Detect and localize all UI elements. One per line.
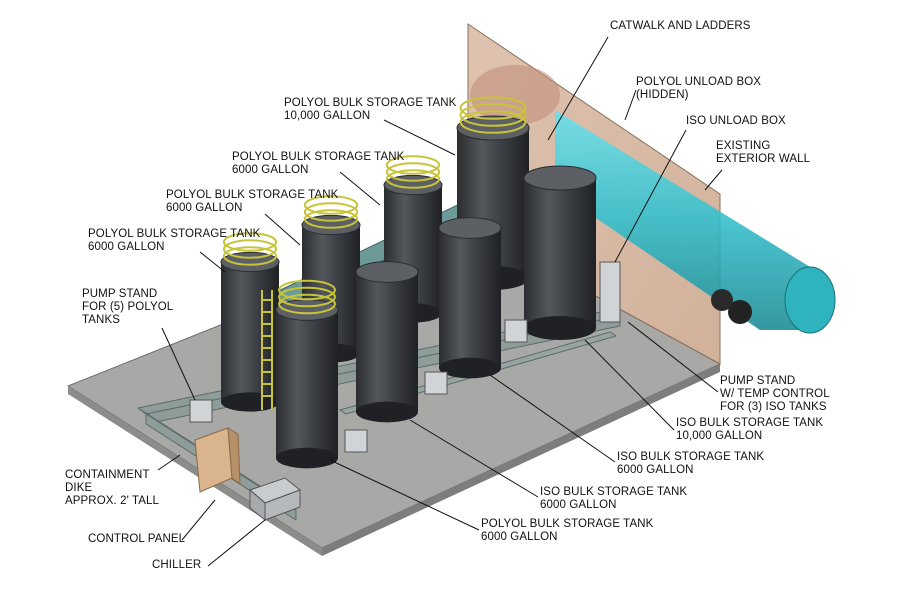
leader-polyol-unload <box>624 89 637 121</box>
tank-iso-6000-a <box>438 217 502 379</box>
leader-iso-unload <box>614 129 687 263</box>
label-chiller: CHILLER <box>152 559 202 571</box>
label-control-panel: CONTROL PANEL <box>88 533 186 545</box>
label-pump-stand-polyol: PUMP STAND FOR (5) POLYOL TANKS <box>82 288 174 326</box>
leader-catwalk <box>547 36 609 141</box>
label-iso-unload: ISO UNLOAD BOX <box>686 115 786 127</box>
leader-lines <box>157 36 723 567</box>
leader-polyol-6000-c <box>199 251 226 273</box>
label-polyol-6000-b: POLYOL BULK STORAGE TANK 6000 GALLON <box>166 189 339 214</box>
label-polyol-unload: POLYOL UNLOAD BOX (HIDDEN) <box>636 76 762 101</box>
leader-iso-6000-a <box>489 374 616 463</box>
tank-polyol-6000-c <box>220 232 280 412</box>
leader-polyol-10000 <box>383 119 456 156</box>
label-polyol-6000-c: POLYOL BULK STORAGE TANK 6000 GALLON <box>88 228 261 253</box>
leader-polyol-6000-front <box>329 459 480 531</box>
tanks-group <box>220 96 597 469</box>
leader-iso-6000-b <box>409 419 539 498</box>
chiller-graphic <box>249 477 302 522</box>
leader-chiller <box>207 519 266 567</box>
trailer-tank <box>555 110 829 330</box>
label-iso-6000-b: ISO BULK STORAGE TANK 6000 GALLON <box>540 486 688 511</box>
leader-containment <box>157 454 181 471</box>
tank-iso-6000-b <box>355 261 419 423</box>
trailer-wheel-2 <box>711 289 733 311</box>
leader-polyol-6000-b <box>264 213 301 246</box>
floor-slab-edge-right <box>322 364 720 556</box>
trailer-tank-end <box>784 266 836 334</box>
label-polyol-10000: POLYOL BULK STORAGE TANK 10,000 GALLON <box>284 97 457 122</box>
label-containment: CONTAINMENT DIKE APPROX. 2' TALL <box>65 469 160 507</box>
ladder <box>261 290 273 410</box>
leader-pump-stand-polyol <box>161 327 196 401</box>
tank-polyol-6000-front <box>275 279 339 469</box>
leader-polyol-6000-a <box>339 171 381 206</box>
trailer-wheel <box>728 300 752 324</box>
label-polyol-6000-front: POLYOL BULK STORAGE TANK 6000 GALLON <box>481 518 654 543</box>
leader-exterior-wall <box>704 169 723 191</box>
label-exterior-wall: EXISTING EXTERIOR WALL <box>716 140 811 165</box>
leader-control-panel <box>181 499 216 541</box>
leader-iso-10000 <box>584 339 675 431</box>
label-pump-stand-iso: PUMP STAND W/ TEMP CONTROL FOR (3) ISO T… <box>720 375 830 413</box>
trailer-cab-hidden <box>470 65 560 125</box>
label-catwalk: CATWALK AND LADDERS <box>610 20 751 32</box>
label-iso-6000-a: ISO BULK STORAGE TANK 6000 GALLON <box>617 451 765 476</box>
leader-pump-stand-iso <box>627 321 719 393</box>
label-polyol-6000-a: POLYOL BULK STORAGE TANK 6000 GALLON <box>232 151 405 176</box>
pump-skids <box>189 261 621 453</box>
label-iso-10000: ISO BULK STORAGE TANK 10,000 GALLON <box>676 417 824 442</box>
tank-iso-10000 <box>523 165 597 340</box>
control-panel-graphic <box>194 427 241 493</box>
